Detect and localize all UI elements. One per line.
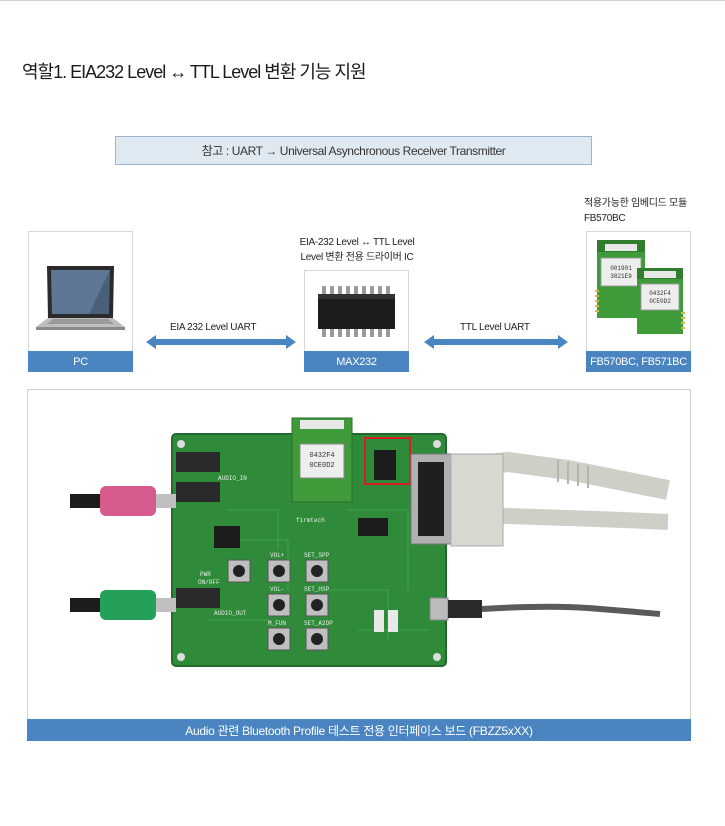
pc-panel: PC	[28, 231, 133, 372]
silk-set-hsp: SET_HSP	[304, 586, 330, 593]
module-chip1-text1: 001901	[610, 265, 632, 272]
top-divider	[0, 0, 725, 1]
silk-pwr: PWR	[200, 571, 211, 578]
board-panel: 0432F4 0CE0D2	[27, 389, 691, 741]
module-caption: 적용가능한 임베디드 모듈 FB570BC	[584, 196, 724, 226]
module-chip1-text2: 3821E9	[610, 273, 632, 280]
note-box: 참고 : UART → Universal Asynchronous Recei…	[115, 136, 592, 165]
pc-label: PC	[28, 351, 133, 372]
board-module-text1: 0432F4	[309, 452, 334, 460]
ttl-uart-label: TTL Level UART	[460, 322, 530, 333]
double-arrow-icon-right	[424, 335, 568, 349]
board-module-text2: 0CE0D2	[309, 462, 334, 470]
laptop-icon	[36, 266, 125, 330]
silk-audio-in: AUDIO_IN	[218, 475, 247, 482]
module-caption-line2: FB570BC	[584, 213, 626, 224]
ic-caption-line1: EIA-232 Level ↔ TTL Level	[299, 237, 415, 248]
module-chip2-text1: 0432F4	[649, 290, 671, 297]
ic-caption-line2: Level 변환 전용 드라이버 IC	[300, 252, 414, 263]
silk-vol-down: VOL-	[270, 586, 284, 593]
eia232-uart-label: EIA 232 Level UART	[170, 322, 257, 333]
max232-panel: MAX232	[304, 270, 409, 372]
silk-m-fun: M_FUN	[268, 620, 286, 627]
module-chip2-text2: 0CE0D2	[649, 298, 671, 305]
ic-chip-icon	[318, 286, 395, 337]
silk-brand: firmtech	[296, 517, 325, 524]
bluetooth-module-icon: 001901 3821E9 0432F4 0CE0D2	[595, 240, 685, 334]
interface-board-image: 0432F4 0CE0D2	[70, 417, 670, 667]
silk-vol-up: VOL+	[270, 552, 285, 559]
module-panel: 001901 3821E9 0432F4 0CE0D2 FB570BC, FB5…	[586, 231, 691, 372]
board-label: Audio 관련 Bluetooth Profile 테스트 전용 인터페이스 …	[27, 719, 691, 741]
max232-label: MAX232	[304, 351, 409, 372]
page-title: 역할1. EIA232 Level ↔ TTL Level 변환 기능 지원	[22, 62, 367, 82]
silk-set-a2dp: SET_A2DP	[304, 620, 333, 627]
ic-caption: EIA-232 Level ↔ TTL Level Level 변환 전용 드라…	[260, 235, 454, 265]
module-label: FB570BC, FB571BC	[586, 351, 691, 372]
double-arrow-icon	[146, 335, 296, 349]
silk-onoff: ON/OFF	[198, 579, 220, 586]
note-text: 참고 : UART → Universal Asynchronous Recei…	[201, 144, 506, 158]
silk-audio-out: AUDIO_OUT	[214, 610, 247, 617]
silk-set-spp: SET_SPP	[304, 552, 330, 559]
module-caption-line1: 적용가능한 임베디드 모듈	[584, 198, 687, 209]
